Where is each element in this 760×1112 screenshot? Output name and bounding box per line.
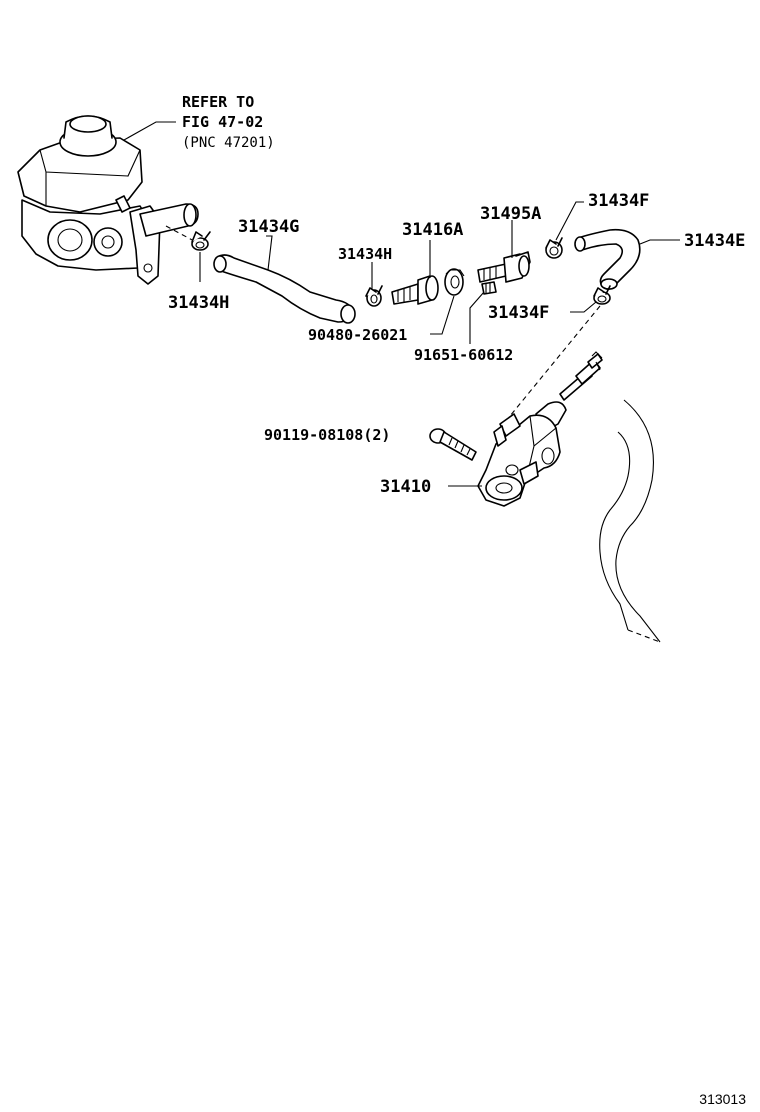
- callout-line-1: REFER TO: [182, 93, 254, 111]
- clutch-master-cylinder-31410: [477, 351, 603, 507]
- callout-line-3: (PNC 47201): [182, 135, 275, 151]
- label-31495a: 31495A: [480, 204, 541, 224]
- bolt-91651-60612: [481, 281, 497, 295]
- figure-number: 313013: [699, 1091, 746, 1107]
- clip-31434f-mid: [593, 285, 611, 305]
- bolt-90119-08108: [429, 428, 477, 461]
- clip-31434f-top: [545, 237, 563, 259]
- hose-31434e: [574, 228, 641, 290]
- brake-master-cylinder: [17, 115, 199, 285]
- union-31416a: [391, 275, 439, 305]
- gasket-90480-26021: [444, 268, 465, 296]
- alignment-line-2: [509, 305, 601, 417]
- clutch-pedal-arm: [599, 399, 661, 643]
- callout-line-2: FIG 47-02: [182, 113, 263, 131]
- callout-leader: [123, 121, 176, 141]
- label-31416a: 31416A: [402, 220, 463, 240]
- label-31410: 31410: [380, 477, 431, 497]
- alignment-line-1: [165, 225, 197, 243]
- hose-31434g: [213, 254, 356, 324]
- clip-31434h-mid: [365, 285, 383, 307]
- label-31434h-mid: 31434H: [338, 245, 392, 263]
- label-91651-60612: 91651-60612: [414, 346, 513, 364]
- label-90119-08108: 90119-08108(2): [264, 426, 390, 444]
- label-31434f-mid: 31434F: [488, 303, 549, 323]
- label-31434h-left: 31434H: [168, 293, 229, 313]
- label-31434g: 31434G: [238, 217, 299, 237]
- label-31434f-top: 31434F: [588, 191, 649, 211]
- bolt-31495a: [477, 251, 531, 283]
- label-90480-26021: 90480-26021: [308, 326, 407, 344]
- clip-31434h-left: [191, 231, 211, 251]
- label-31434e: 31434E: [684, 231, 745, 251]
